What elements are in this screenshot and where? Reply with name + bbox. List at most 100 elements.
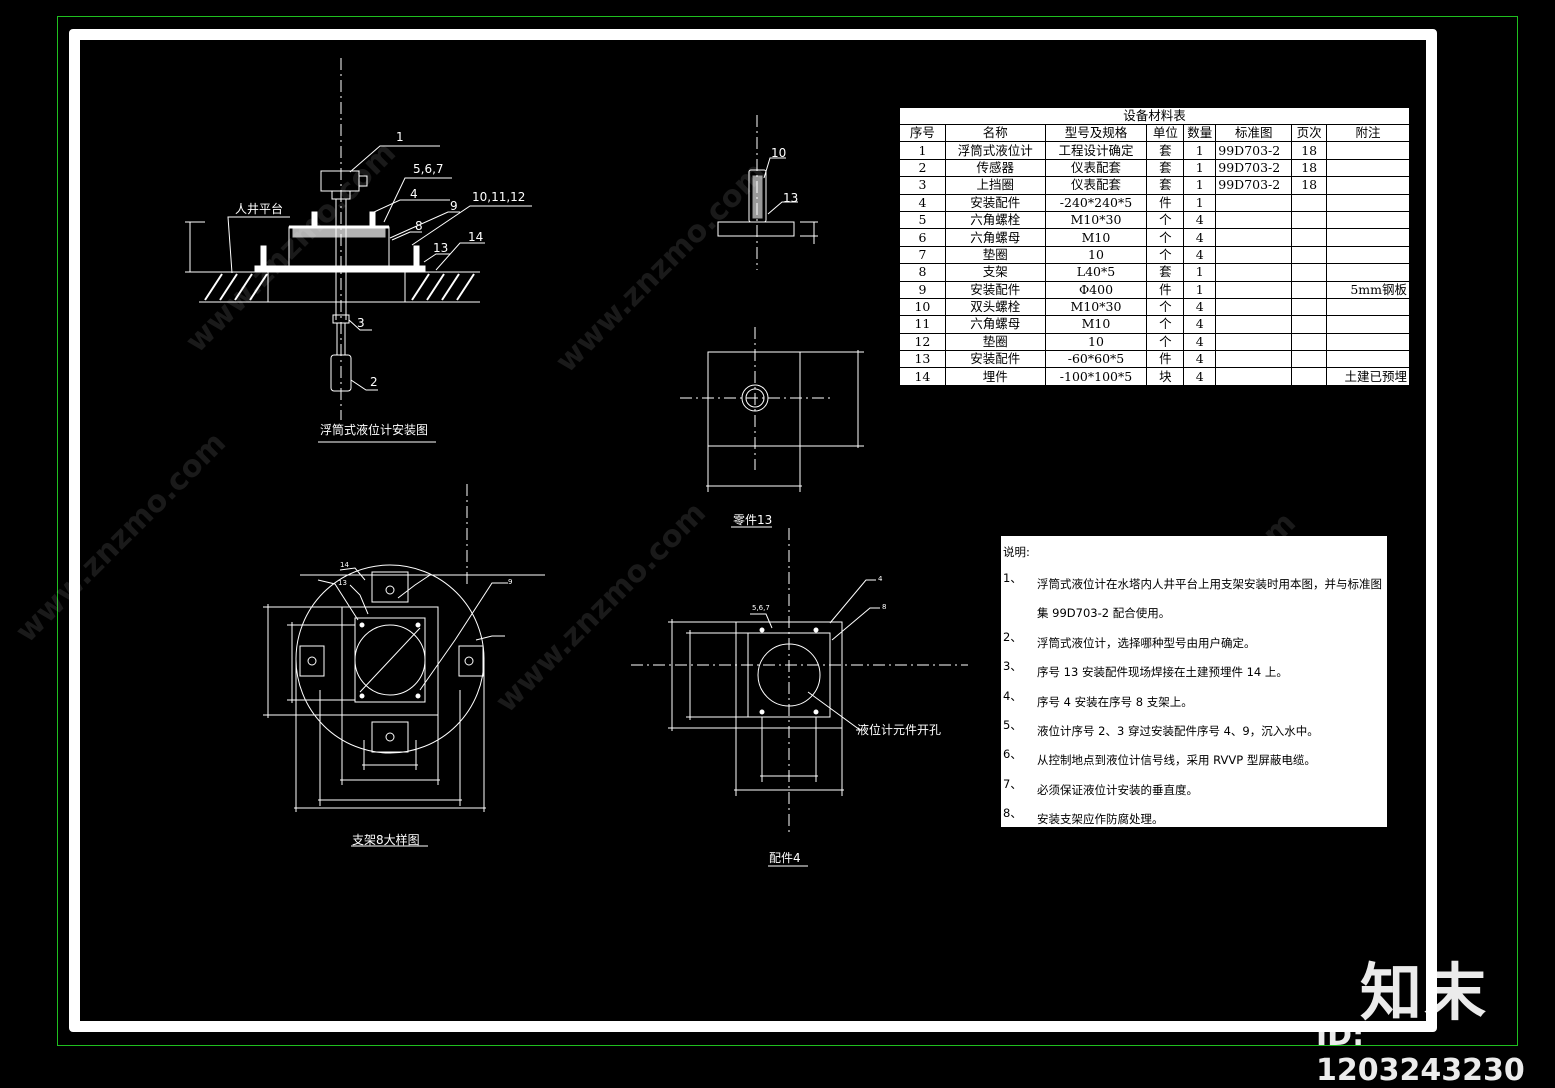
table-cell: 8 — [899, 263, 946, 282]
table-cell: 13 — [899, 350, 946, 369]
note-number: 8、 — [1003, 806, 1022, 821]
table-cell: 4 — [1183, 210, 1217, 230]
table-cell: 99D703-2 — [1215, 176, 1293, 195]
table-cell: 件 — [1146, 280, 1185, 299]
table-cell: 块 — [1146, 367, 1185, 386]
table-cell: 个 — [1146, 297, 1185, 317]
note-item: 4、序号 4 安装在序号 8 支架上。 — [1003, 688, 1387, 717]
callout-13: 13 — [433, 241, 448, 255]
note-item: 1、浮筒式液位计在水塔内人井平台上用支架安装时用本图，并与标准图集 99D703… — [1003, 570, 1387, 629]
table-cell: -60*60*5 — [1044, 350, 1148, 369]
table-title: 设备材料表 — [899, 107, 1410, 125]
table-cell: 1 — [1183, 176, 1217, 195]
install-title: 浮筒式液位计安装图 — [320, 422, 428, 437]
table-cell — [1326, 245, 1410, 265]
table-cell — [1291, 193, 1328, 212]
col-header: 页次 — [1291, 123, 1328, 143]
table-cell: 仪表配套 — [1044, 176, 1148, 195]
table-cell: 18 — [1291, 141, 1328, 160]
callout-9: 9 — [450, 199, 458, 213]
table-cell: 12 — [899, 332, 946, 352]
table-cell: 套 — [1146, 141, 1185, 160]
table-cell: 个 — [1146, 332, 1185, 352]
table-cell — [1291, 280, 1328, 299]
table-cell: 件 — [1146, 193, 1185, 212]
table-cell: 件 — [1146, 350, 1185, 369]
table-cell: 14 — [899, 367, 946, 386]
table-cell — [1326, 141, 1410, 160]
note-text: 从控制地点到液位计信号线，采用 RVVP 型屏蔽电缆。 — [1037, 753, 1316, 768]
table-cell: 18 — [1291, 176, 1328, 195]
note-text: 必须保证液位计安装的垂直度。 — [1037, 782, 1198, 797]
col-header: 型号及规格 — [1044, 123, 1148, 143]
callout-10-11-12: 10,11,12 — [472, 190, 525, 204]
callout-13-bracket: 13 — [338, 579, 347, 587]
note-text: 浮筒式液位计在水塔内人井平台上用支架安装时用本图，并与标准图集 99D703-2… — [1037, 577, 1382, 621]
col-header: 附注 — [1326, 123, 1410, 143]
table-cell — [1215, 210, 1293, 230]
table-cell: 1 — [1183, 158, 1217, 178]
table-cell: 18 — [1291, 158, 1328, 178]
drawing-frame — [69, 29, 1437, 1032]
table-cell: 个 — [1146, 228, 1185, 247]
part13-title: 零件13 — [733, 513, 772, 527]
table-cell — [1326, 332, 1410, 352]
note-number: 2、 — [1003, 629, 1022, 644]
table-cell: 套 — [1146, 263, 1185, 282]
table-cell: 六角螺栓 — [944, 210, 1046, 230]
table-cell — [1215, 228, 1293, 247]
table-cell: 4 — [1183, 332, 1217, 352]
note-text: 序号 4 安装在序号 8 支架上。 — [1037, 694, 1193, 709]
note-item: 6、从控制地点到液位计信号线，采用 RVVP 型屏蔽电缆。 — [1003, 746, 1387, 775]
table-cell — [1326, 297, 1410, 317]
table-cell: 7 — [899, 245, 946, 265]
table-cell: M10 — [1044, 315, 1148, 334]
watermark-id: ID: 1203243230 — [1316, 1018, 1525, 1088]
table-cell: 安装配件 — [944, 193, 1046, 212]
callout-14-bracket: 14 — [340, 561, 349, 569]
table-cell: 10 — [1044, 332, 1148, 352]
table-cell — [1291, 350, 1328, 369]
part4-detail — [631, 528, 968, 867]
note-text: 液位计序号 2、3 穿过安装配件序号 4、9，沉入水中。 — [1037, 723, 1319, 738]
table-cell: 99D703-2 — [1215, 158, 1293, 178]
table-cell: 3 — [899, 176, 946, 195]
note-text: 序号 13 安装配件现场焊接在土建预埋件 14 上。 — [1037, 665, 1288, 680]
callout-5-6-7: 5,6,7 — [413, 162, 444, 176]
table-cell: 支架 — [944, 263, 1046, 282]
table-cell — [1291, 245, 1328, 265]
table-cell: Φ400 — [1044, 280, 1148, 299]
table-cell: 1 — [1183, 263, 1217, 282]
table-cell — [1326, 176, 1410, 195]
table-cell — [1326, 315, 1410, 334]
table-cell: 个 — [1146, 245, 1185, 265]
table-cell: 套 — [1146, 176, 1185, 195]
callout-5-6-7-part4: 5,6,7 — [752, 604, 770, 612]
table-cell: 土建已预埋 — [1326, 367, 1410, 386]
table-cell: 10 — [1044, 245, 1148, 265]
table-cell: -100*100*5 — [1044, 367, 1148, 386]
table-cell: 4 — [899, 193, 946, 212]
note-item: 5、液位计序号 2、3 穿过安装配件序号 4、9，沉入水中。 — [1003, 717, 1387, 746]
platform-label: 人井平台 — [235, 201, 283, 216]
table-cell: 99D703-2 — [1215, 141, 1293, 160]
table-cell: 4 — [1183, 315, 1217, 334]
table-cell: 垫圈 — [944, 245, 1046, 265]
callout-1: 1 — [396, 130, 404, 144]
part13-plan — [680, 327, 864, 528]
note-number: 5、 — [1003, 717, 1022, 732]
col-header: 数量 — [1183, 123, 1217, 143]
table-cell: 上挡圈 — [944, 176, 1046, 195]
table-cell — [1215, 350, 1293, 369]
table-cell: 六角螺母 — [944, 228, 1046, 247]
table-cell — [1215, 332, 1293, 352]
table-header-row: 序号 名称 型号及规格 单位 数量 标准图 页次 附注 — [899, 123, 1410, 143]
